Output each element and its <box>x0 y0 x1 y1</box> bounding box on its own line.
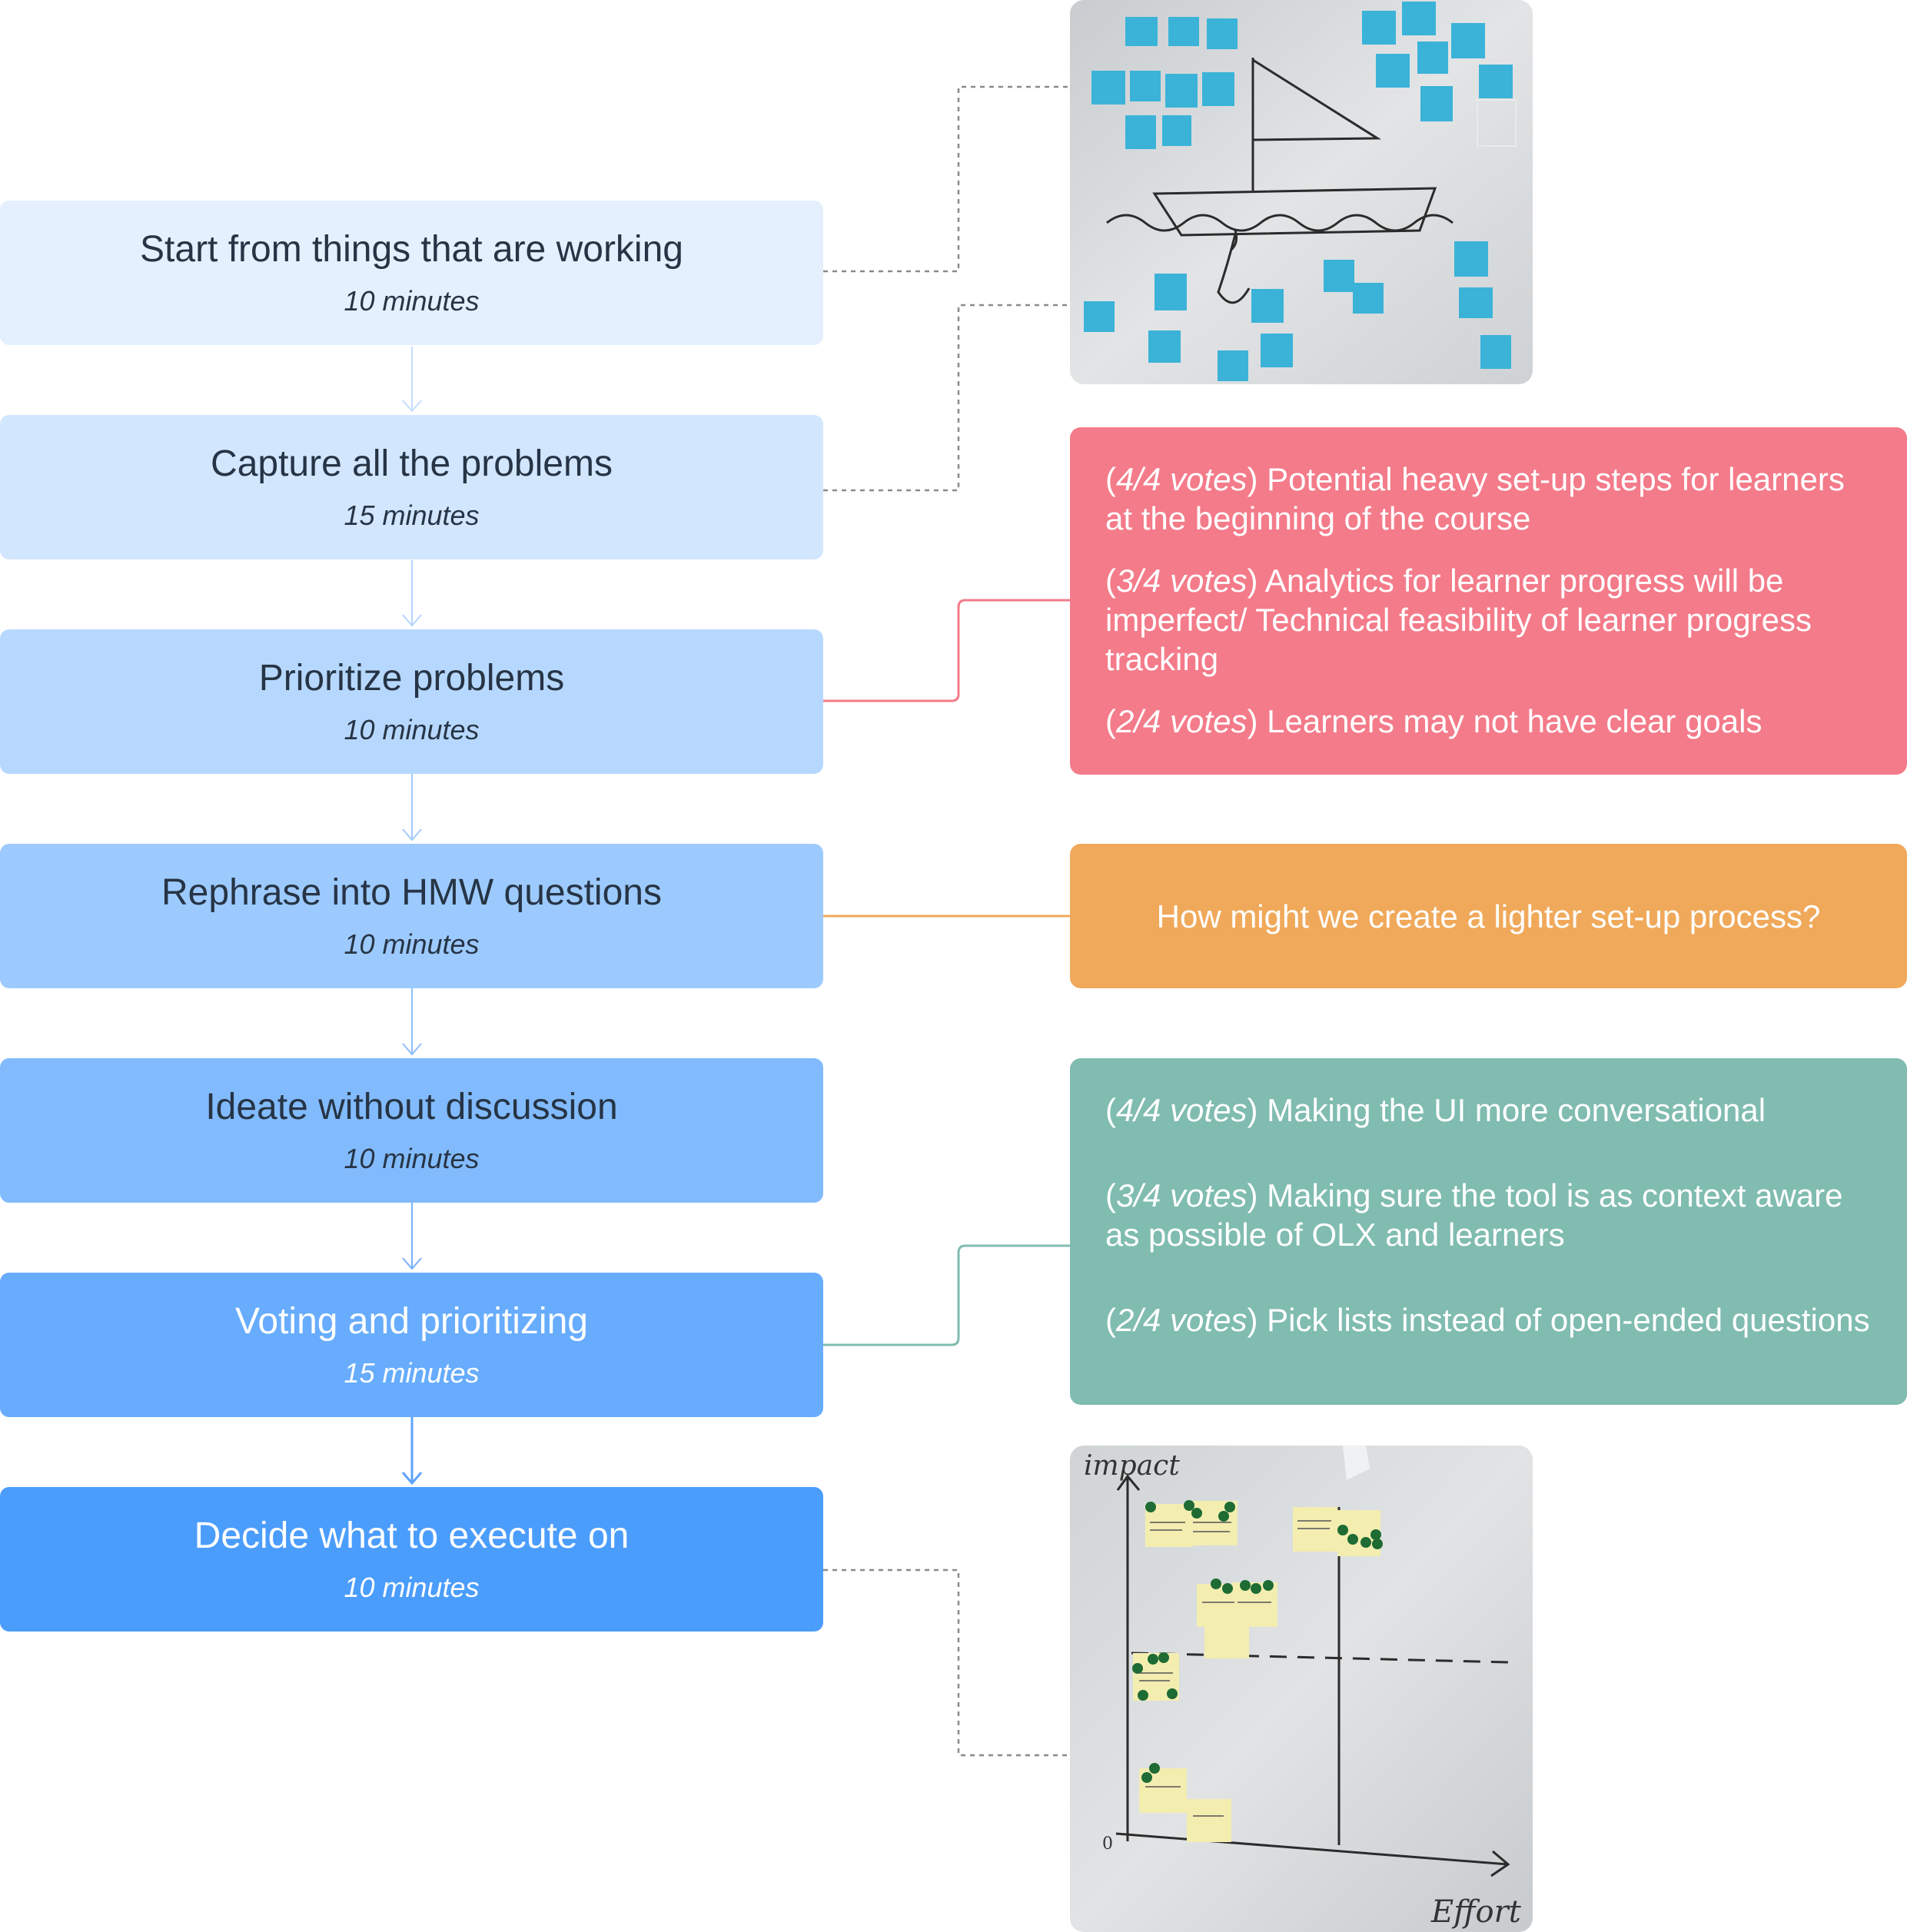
vote-count: 4/4 votes <box>1116 461 1248 497</box>
step-capture-problems: Capture all the problems 15 minutes <box>0 415 823 559</box>
y-axis-label: impact <box>1084 1450 1180 1482</box>
problems-connector <box>823 599 1070 702</box>
step-duration: 10 minutes <box>344 1571 480 1603</box>
vote-count: 3/4 votes <box>1116 563 1248 599</box>
step-decide: Decide what to execute on 10 minutes <box>0 1487 823 1632</box>
sailboat-whiteboard-image <box>1070 0 1533 384</box>
step-title: Voting and prioritizing <box>235 1301 588 1343</box>
arrow-2-3 <box>402 560 422 627</box>
origin-label: 0 <box>1102 1834 1113 1854</box>
idea-item: (4/4 votes) Making the UI more conversat… <box>1105 1092 1766 1128</box>
idea-text: Making sure the tool is as context aware… <box>1105 1177 1843 1253</box>
vote-count: 3/4 votes <box>1116 1177 1248 1213</box>
problem-text: Learners may not have clear goals <box>1257 703 1762 739</box>
step-duration: 10 minutes <box>344 284 480 317</box>
step-duration: 10 minutes <box>344 928 480 960</box>
arrow-4-5 <box>402 988 422 1056</box>
step-prioritize-problems: Prioritize problems 10 minutes <box>0 629 823 774</box>
photo-connectors <box>823 85 1070 1757</box>
problem-item: (2/4 votes) Learners may not have clear … <box>1105 703 1762 739</box>
vote-count: 2/4 votes <box>1116 1302 1248 1338</box>
idea-item: (3/4 votes) Making sure the tool is as c… <box>1105 1177 1843 1253</box>
whiteboard-photo-impact-effort: impact Effort 0 <box>1070 1446 1533 1932</box>
arrow-1-2 <box>402 347 422 413</box>
step-duration: 15 minutes <box>344 499 480 531</box>
hmw-card: How might we create a lighter set-up pro… <box>1070 844 1907 988</box>
step-duration: 10 minutes <box>344 713 480 745</box>
step-title: Prioritize problems <box>258 658 565 699</box>
step-rephrase-hmw: Rephrase into HMW questions 10 minutes <box>0 844 823 988</box>
arrow-6-7 <box>401 1417 423 1486</box>
ideas-card: (4/4 votes) Making the UI more conversat… <box>1070 1058 1907 1405</box>
step-duration: 15 minutes <box>344 1356 480 1389</box>
step-title: Ideate without discussion <box>205 1087 618 1128</box>
step-title: Start from things that are working <box>140 229 683 271</box>
step-start-working: Start from things that are working 10 mi… <box>0 201 823 345</box>
idea-item: (2/4 votes) Pick lists instead of open-e… <box>1105 1302 1870 1338</box>
step-voting: Voting and prioritizing 15 minutes <box>0 1273 823 1417</box>
ideas-connector <box>823 1244 1070 1346</box>
problem-item: (3/4 votes) Analytics for learner progre… <box>1105 563 1812 677</box>
hmw-question: How might we create a lighter set-up pro… <box>1156 898 1821 934</box>
impact-effort-whiteboard-image: impact Effort 0 <box>1070 1446 1533 1932</box>
x-axis-label: Effort <box>1430 1894 1522 1930</box>
vote-count: 2/4 votes <box>1116 703 1248 739</box>
problem-text: Potential heavy set-up steps for learner… <box>1105 461 1845 536</box>
problem-text: Analytics for learner progress will be i… <box>1105 563 1812 677</box>
step-duration: 10 minutes <box>344 1142 480 1174</box>
step-title: Decide what to execute on <box>194 1515 630 1557</box>
arrow-5-6 <box>402 1203 422 1270</box>
arrow-3-4 <box>402 774 422 842</box>
step-title: Capture all the problems <box>211 443 613 485</box>
idea-text: Pick lists instead of open-ended questio… <box>1257 1302 1870 1338</box>
vote-count: 4/4 votes <box>1116 1092 1248 1128</box>
problem-item: (4/4 votes) Potential heavy set-up steps… <box>1105 461 1845 536</box>
whiteboard-photo-sailboat <box>1070 0 1533 384</box>
problems-card: (4/4 votes) Potential heavy set-up steps… <box>1070 427 1907 775</box>
step-ideate: Ideate without discussion 10 minutes <box>0 1058 823 1203</box>
step-title: Rephrase into HMW questions <box>161 872 662 914</box>
step-arrows <box>401 347 423 1486</box>
idea-text: Making the UI more conversational <box>1257 1092 1766 1128</box>
